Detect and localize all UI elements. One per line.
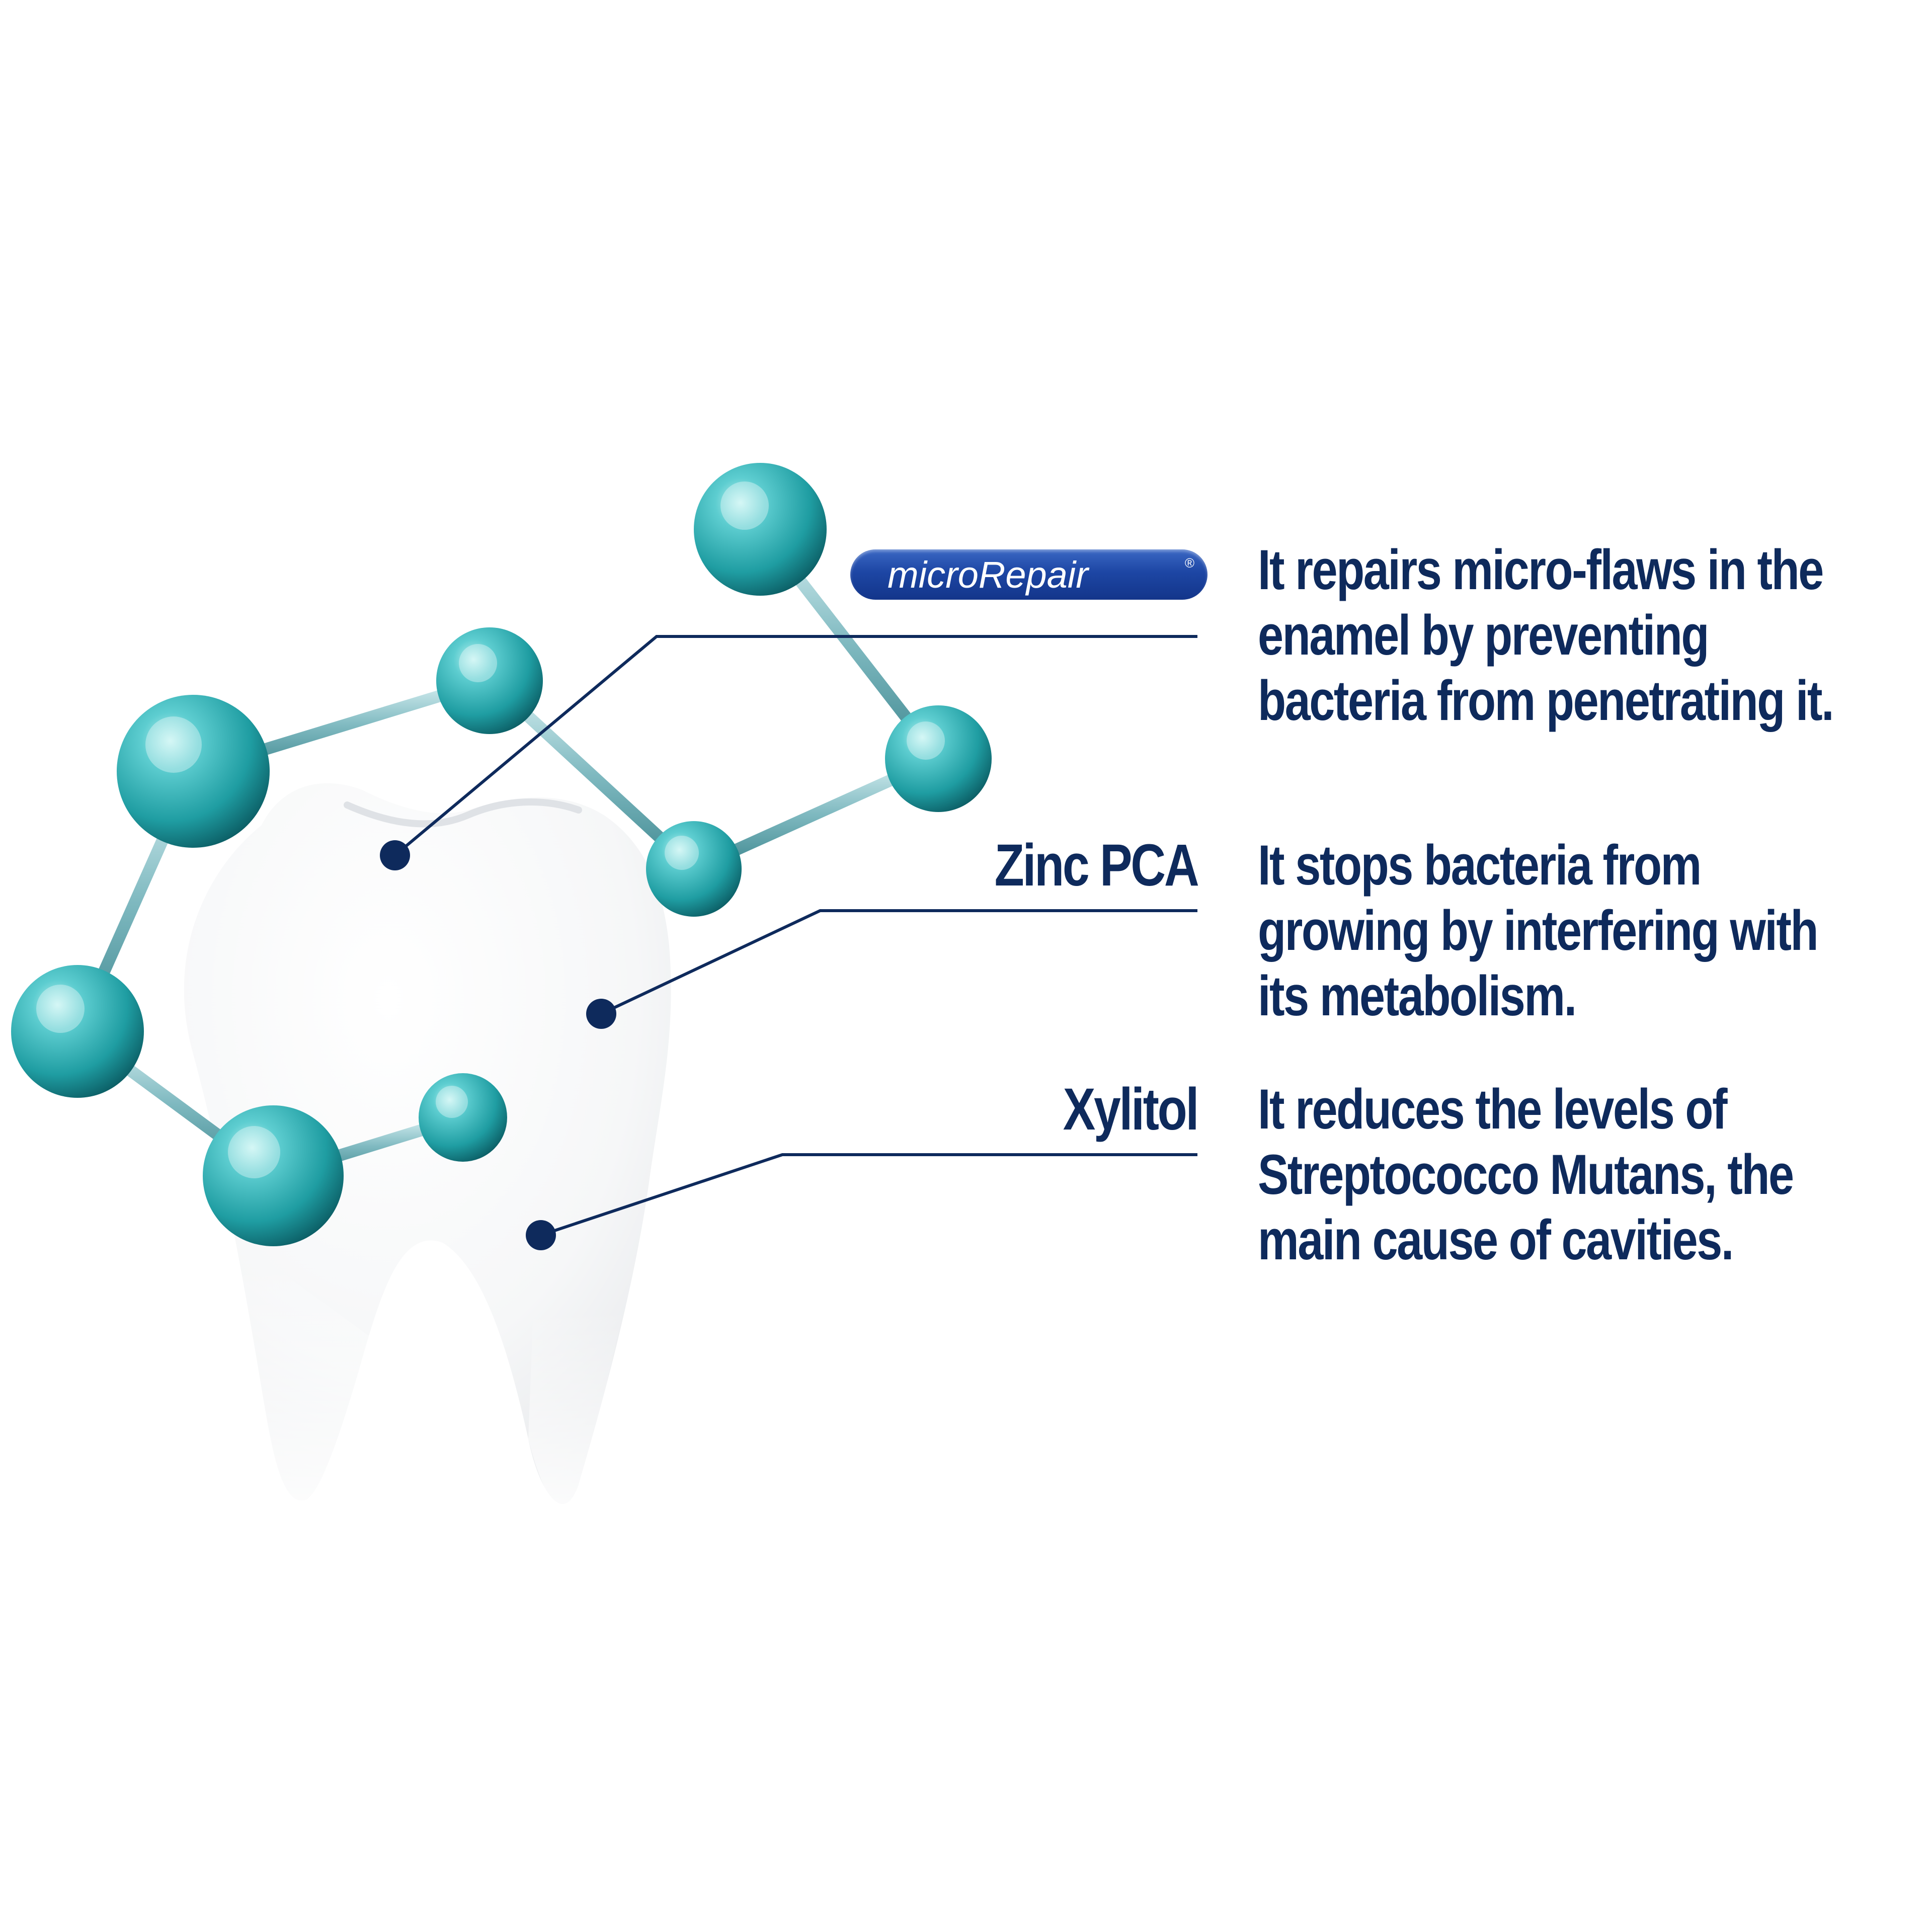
pointer-dot-zinc-pca — [586, 999, 616, 1029]
description-xylitol: It reduces the levels of Streptococco Mu… — [1258, 1077, 1794, 1273]
pointer-dot-microrepair — [380, 840, 410, 870]
description-line: enamel by preventing — [1258, 604, 1709, 667]
description-line: It repairs micro-flaws in the — [1258, 538, 1824, 601]
description-microrepair: It repairs micro-flaws in the enamel by … — [1258, 537, 1834, 734]
ingredient-label-zinc-pca: Zinc PCA — [994, 832, 1199, 899]
microrepair-badge-text: microRepair — [888, 554, 1088, 596]
description-line: main cause of cavities. — [1258, 1209, 1734, 1271]
microrepair-badge: microRepair ® — [850, 549, 1208, 600]
description-line: bacteria from penetrating it. — [1258, 669, 1834, 732]
description-line: Streptococco Mutans, the — [1258, 1143, 1794, 1206]
description-line: growing by interfering with — [1258, 899, 1819, 962]
molecule-icon — [11, 463, 992, 1246]
ingredient-label-xylitol: Xylitol — [1063, 1076, 1199, 1143]
leader-line-xylitol — [526, 1153, 1197, 1250]
description-line: It reduces the levels of — [1258, 1078, 1728, 1141]
leader-line-microrepair — [380, 635, 1197, 870]
leader-line-zinc-pca — [586, 909, 1197, 1029]
description-line: its metabolism. — [1258, 964, 1577, 1027]
registered-mark: ® — [1184, 555, 1194, 571]
description-line: It stops bacteria from — [1258, 834, 1702, 897]
description-zinc-pca: It stops bacteria from growing by interf… — [1258, 833, 1819, 1029]
pointer-dot-xylitol — [526, 1220, 556, 1250]
